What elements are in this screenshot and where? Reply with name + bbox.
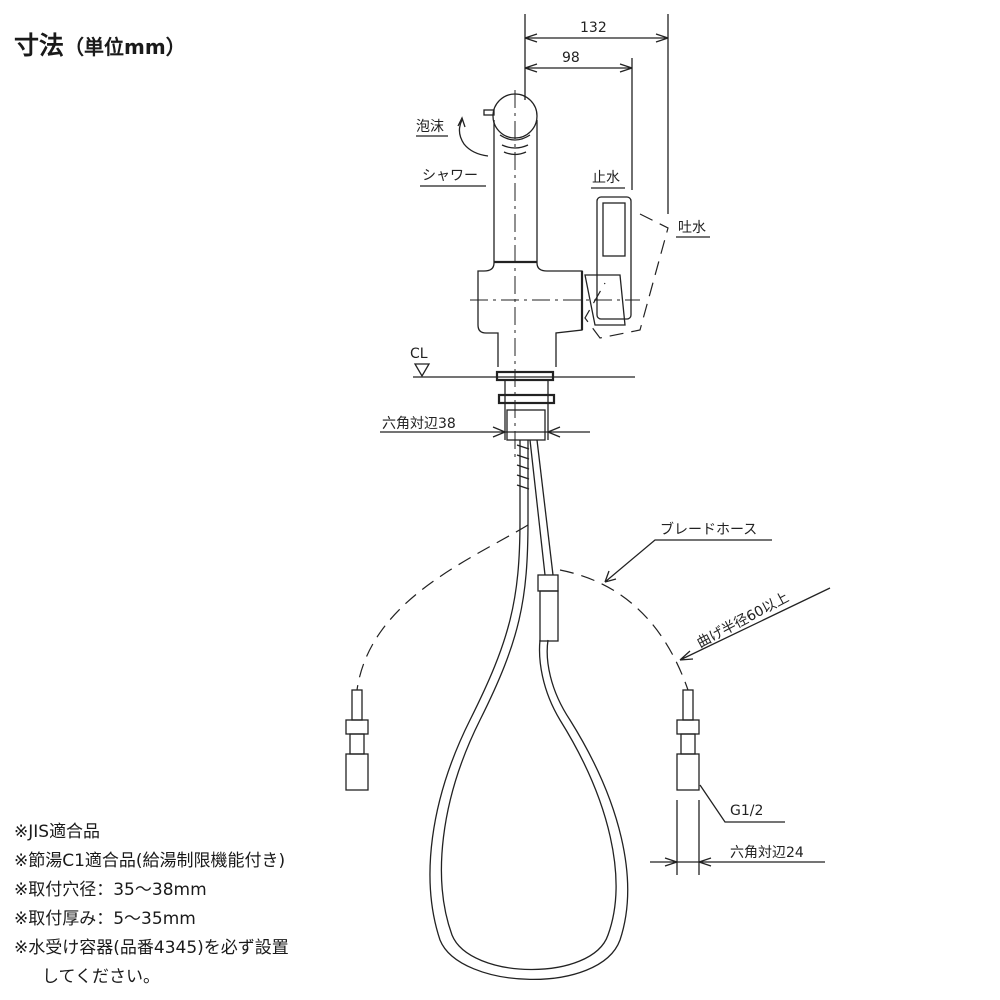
label-hex-24: 六角対辺24 — [730, 845, 804, 861]
pullout-hose — [429, 439, 629, 981]
note: ※節湯C1適合品(給湯制限機能付き) — [14, 851, 286, 871]
label-foam: 泡沫 — [416, 119, 444, 135]
dimension-132: 132 — [524, 14, 669, 214]
left-connector — [345, 689, 369, 791]
note: ※取付穴径：35〜38mm — [14, 880, 207, 900]
title-unit: （単位mm） — [64, 35, 186, 59]
dimension-98-label: 98 — [562, 50, 580, 66]
label-discharge: 吐水 — [678, 220, 706, 236]
label-stop: 止水 — [592, 170, 620, 186]
note: ※JIS適合品 — [14, 822, 101, 842]
supply-hoses — [345, 524, 700, 791]
title-main: 寸法 — [14, 31, 65, 60]
right-connector — [676, 689, 700, 791]
label-thread: G1/2 — [730, 803, 763, 819]
faucet-body — [380, 90, 669, 460]
note: してください。 — [42, 967, 160, 987]
notes: ※JIS適合品 ※節湯C1適合品(給湯制限機能付き) ※取付穴径：35〜38mm… — [14, 818, 289, 992]
label-centerline: CL — [410, 346, 428, 362]
label-shower: シャワー — [422, 168, 478, 184]
label-bend-radius: 曲げ半径60以上 — [694, 590, 791, 652]
dimension-132-label: 132 — [580, 20, 607, 36]
page-title: 寸法（単位mm） — [14, 26, 186, 62]
dimension-98: 98 — [524, 50, 633, 190]
label-hex-38: 六角対辺38 — [382, 416, 456, 432]
label-braided-hose: ブレードホース — [660, 521, 757, 538]
note: ※取付厚み：5〜35mm — [14, 909, 196, 929]
note: ※水受け容器(品番4345)を必ず設置 — [14, 938, 289, 958]
